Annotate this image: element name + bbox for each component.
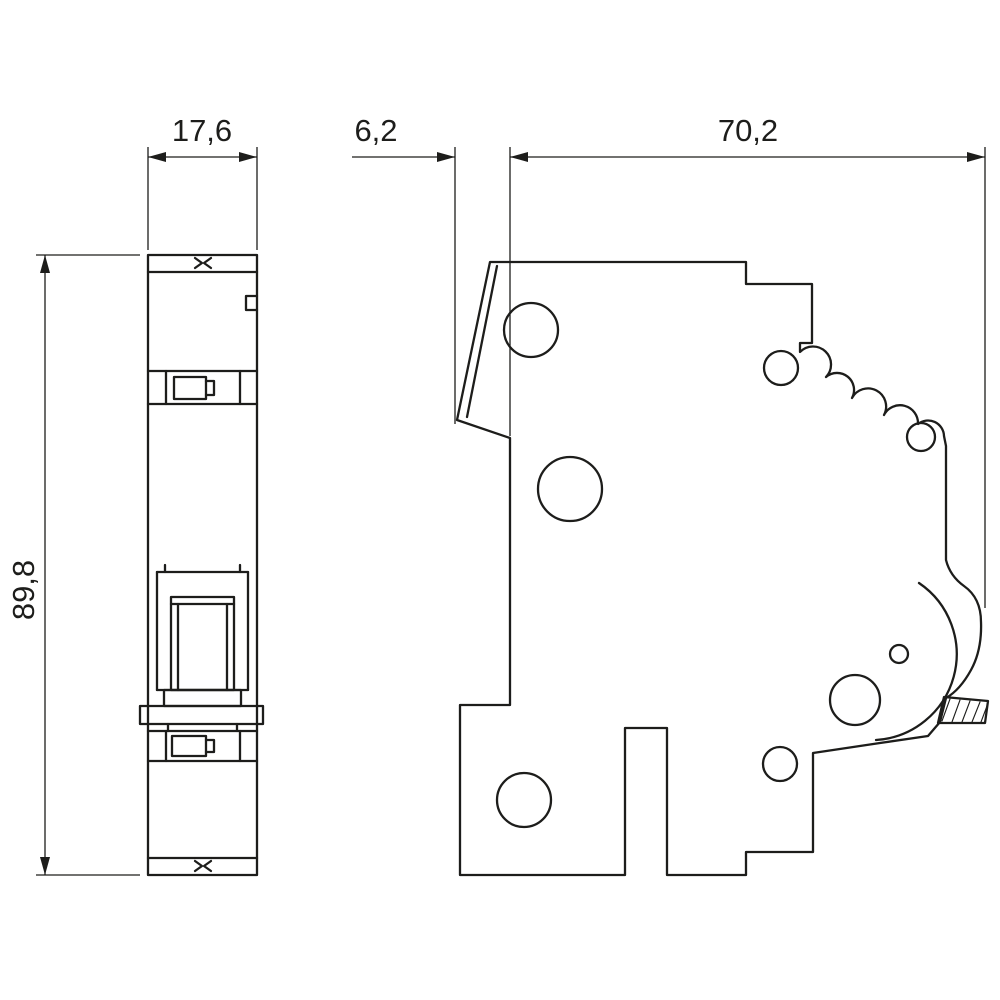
bottom-strip-mark-right: [202, 859, 213, 873]
toggle-flange: [138, 704, 265, 726]
front-body-outline: [146, 253, 259, 877]
bottom-strip-mark-left: [193, 859, 204, 873]
upper-terminal: [146, 369, 259, 406]
arrowhead: [40, 857, 50, 875]
arrowhead: [510, 152, 528, 162]
dimension-label-height: 89,8: [6, 560, 41, 620]
dimensions: 17,6 6,2 70,2: [6, 113, 986, 876]
toggle-assembly: [138, 563, 265, 733]
arrowhead: [148, 152, 166, 162]
lower-terminal-screw: [170, 734, 208, 758]
dimension-label-body-depth: 70,2: [718, 113, 778, 148]
top-strip-mark-left: [193, 256, 204, 270]
din-clip-latch: [936, 695, 990, 725]
boss-right: [905, 421, 937, 453]
front-view: [138, 253, 265, 877]
toggle-lever: [169, 595, 236, 692]
top-strip-mark-right: [202, 256, 213, 270]
dimension-front-protrusion: 6,2: [352, 113, 456, 424]
dimension-front-width: 17,6: [147, 113, 258, 250]
arrowhead: [967, 152, 985, 162]
hole-bottom-left: [495, 771, 553, 829]
boss-clip-small: [888, 643, 910, 665]
arrowhead: [437, 152, 455, 162]
boss-bottom-right: [761, 745, 799, 783]
upper-terminal-screw: [172, 375, 208, 401]
dimension-label-front-protrusion: 6,2: [354, 113, 397, 148]
side-view: [455, 260, 990, 877]
boss-top-right: [762, 349, 800, 387]
hole-center: [536, 455, 604, 523]
clip-pivot: [828, 673, 882, 727]
dimension-body-depth: 70,2: [509, 113, 986, 608]
dimension-label-front-width: 17,6: [172, 113, 232, 148]
arrowhead: [239, 152, 257, 162]
edge-clip-mark: [244, 294, 259, 312]
hole-top-left: [502, 301, 560, 359]
front-face-inner-line: [465, 264, 499, 419]
lower-terminal: [146, 729, 259, 763]
dimension-height: 89,8: [6, 254, 140, 876]
side-body-outline: [455, 260, 983, 877]
arrowhead: [40, 255, 50, 273]
din-clip-arc: [874, 581, 958, 742]
